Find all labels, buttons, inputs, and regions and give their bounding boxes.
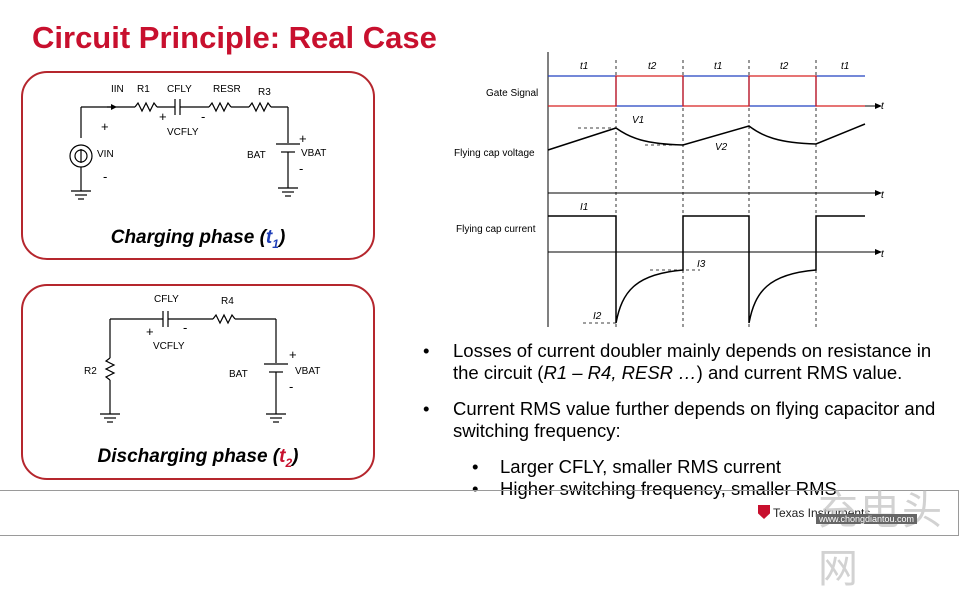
annot-v1: V1 [632,115,644,126]
label-r4: R4 [221,296,234,307]
axis-t-1: t [881,101,885,112]
label-vin: VIN [97,149,114,160]
charging-phase-caption: Charging phase (t1) [110,227,286,251]
label-bat: BAT [229,369,248,380]
label-r3: R3 [258,87,271,98]
sub-bullet-frequency: Higher switching frequency, smaller RMS [420,478,940,500]
watermark-text: 充电头网 [818,488,944,592]
watermark: 充电头网 www.chongdiantou.com [812,478,952,592]
annot-i2: I2 [593,311,602,322]
label-vcfly: VCFLY [153,341,185,352]
label-cfly-plus: + [159,109,167,124]
time-label-3: t1 [714,61,722,72]
label-vin-plus: + [101,119,109,134]
ti-logo-icon [758,505,770,519]
label-bat-minus: - [299,161,303,176]
axis-t-2: t [881,190,885,201]
label-r2: R2 [84,366,97,377]
row-label-current: Flying cap current [456,224,536,235]
row-label-gate: Gate Signal [486,88,538,99]
bullet-rms: Current RMS value further depends on fly… [420,398,940,442]
sub-bullet-cfly: Larger CFLY, smaller RMS current [420,456,940,478]
label-cfly: CFLY [154,294,179,305]
label-bat-plus: + [289,347,297,362]
label-bat: BAT [247,150,266,161]
watermark-url: www.chongdiantou.com [816,514,918,524]
label-vin-minus: - [103,169,107,184]
time-label-1: t1 [580,61,588,72]
time-label-2: t2 [648,61,657,72]
discharging-circuit-schematic: CFLY R4 + - VCFLY R2 BAT + VBAT - [84,294,320,423]
row-label-voltage: Flying cap voltage [454,148,535,159]
annot-i1: I1 [580,202,588,213]
label-cfly-minus: - [183,320,187,335]
waveform-diagram: t1 t2 t1 t2 t1 Gate Signal Flying cap vo… [454,52,885,327]
annot-i3: I3 [697,259,706,270]
charging-circuit-panel: IIN R1 CFLY RESR R3 + - VCFLY + VIN - BA… [21,71,375,260]
footer-bar [0,490,959,536]
charging-circuit-schematic: IIN R1 CFLY RESR R3 + - VCFLY + VIN - BA… [69,84,326,200]
label-cfly-minus: - [201,109,205,124]
bullet-list: Losses of current doubler mainly depends… [420,340,940,500]
bullet-losses: Losses of current doubler mainly depends… [420,340,940,384]
time-label-4: t2 [780,61,789,72]
label-cfly: CFLY [167,84,192,95]
label-cfly-plus: + [146,324,154,339]
label-vbat: VBAT [301,148,326,159]
label-vbat: VBAT [295,366,320,377]
label-resr: RESR [213,84,241,95]
phase-t1: t1 [265,227,279,251]
label-r1: R1 [137,84,150,95]
page-title: Circuit Principle: Real Case [32,20,437,55]
time-label-5: t1 [841,61,849,72]
label-iin: IIN [111,84,124,95]
discharging-circuit-panel: CFLY R4 + - VCFLY R2 BAT + VBAT - Discha… [21,284,375,480]
label-bat-minus: - [289,379,293,394]
label-bat-plus: + [299,131,307,146]
label-vcfly: VCFLY [167,127,199,138]
axis-t-3: t [881,249,885,260]
phase-t2: t2 [279,446,293,470]
discharging-phase-caption: Discharging phase (t2) [97,446,299,470]
annot-v2: V2 [715,142,728,153]
